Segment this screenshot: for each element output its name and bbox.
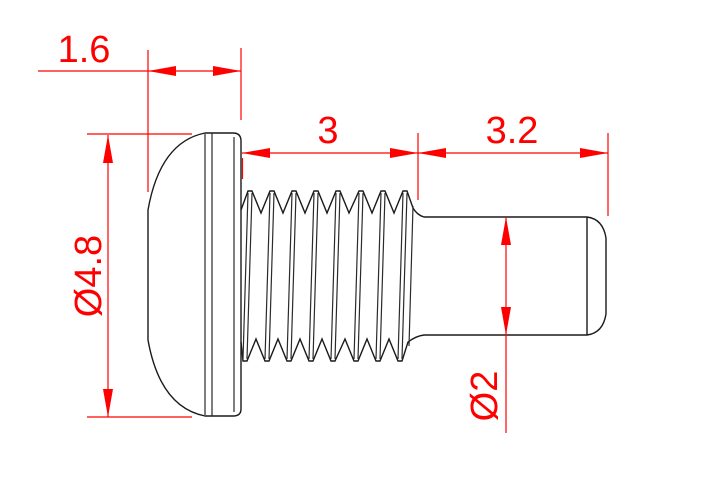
screw-head-edge-lines	[204, 133, 235, 416]
arrowhead-up-icon	[501, 217, 511, 245]
thread-flank-lines	[242, 192, 414, 360]
dimension-head-diameter: Ø4.8	[68, 133, 192, 418]
dimension-head-thickness: 1.6	[38, 29, 242, 192]
dimension-label-shank-length: 3.2	[486, 110, 539, 152]
arrowhead-left-icon	[148, 66, 176, 76]
arrowhead-right-icon	[580, 148, 608, 158]
dimension-label-thread-length: 3	[317, 110, 338, 152]
dimension-shank-diameter: Ø2	[464, 217, 511, 433]
arrowhead-down-icon	[501, 307, 511, 335]
arrowhead-left-icon	[242, 148, 270, 158]
arrowhead-down-icon	[103, 389, 113, 417]
screw-outline	[147, 132, 607, 417]
dimension-label-head-diameter: Ø4.8	[68, 235, 110, 317]
shank-tip-outline	[586, 216, 607, 336]
dimension-label-head-thickness: 1.6	[58, 29, 111, 71]
dimension-thread-length: 3	[241, 110, 419, 200]
thread-profile-top	[240, 190, 587, 218]
arrowhead-left-icon	[418, 148, 446, 158]
dimension-label-shank-diameter: Ø2	[464, 371, 506, 422]
thread-profile-bottom	[240, 334, 587, 362]
screw-head-outline	[147, 132, 242, 417]
dimension-shank-length: 3.2	[418, 110, 609, 216]
arrowhead-right-icon	[213, 66, 241, 76]
arrowhead-up-icon	[103, 135, 113, 163]
arrowhead-right-icon	[390, 148, 418, 158]
